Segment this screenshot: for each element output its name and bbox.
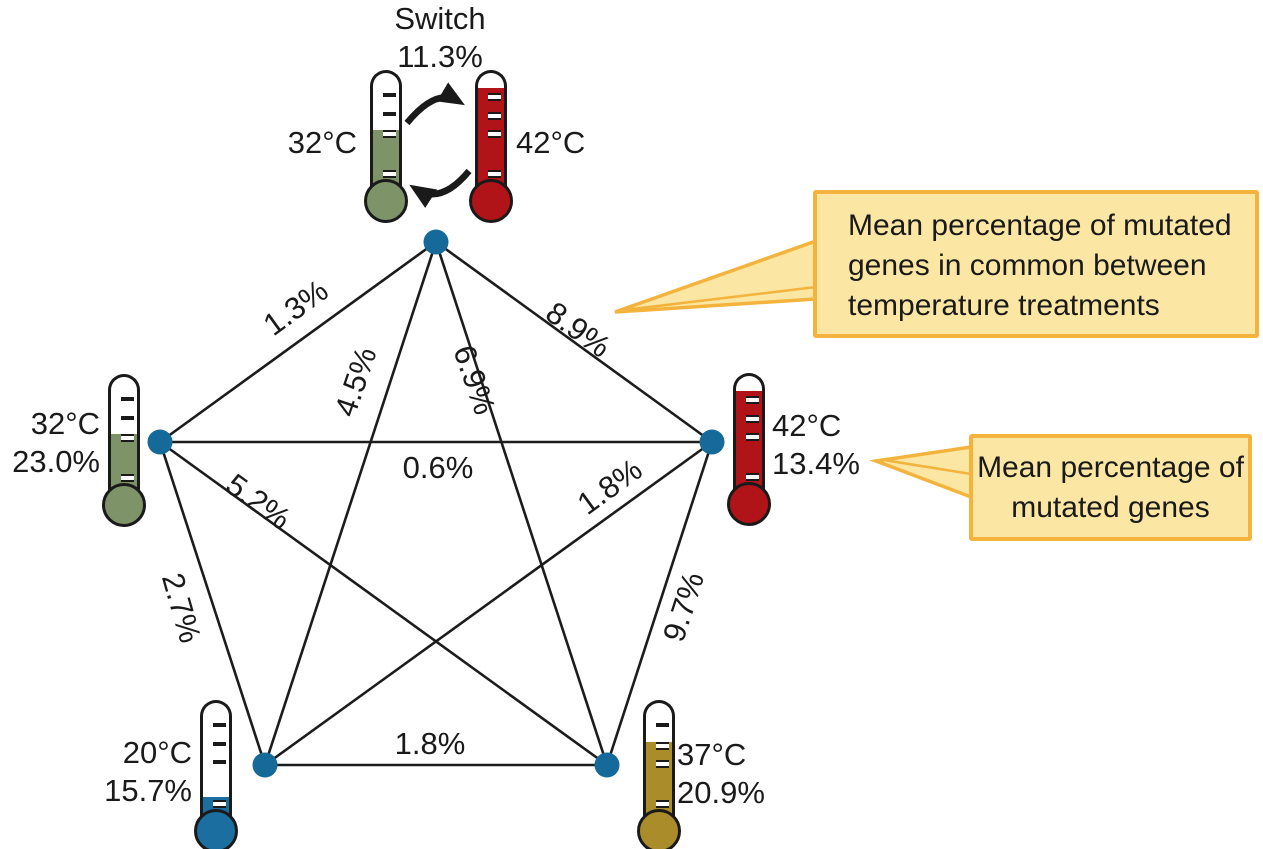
callout-common-genes: Mean percentage of mutated genes in comm… — [813, 190, 1259, 338]
node-percent: 15.7% — [104, 773, 192, 808]
tick-mark — [488, 93, 501, 101]
tick-mark — [213, 760, 226, 764]
edge-label-32-42: 0.6% — [402, 450, 474, 485]
vertex-dot-42 — [699, 429, 725, 455]
tick-mark — [656, 800, 669, 808]
node-label-20c: 20°C 15.7% — [40, 734, 192, 810]
switch-arrow-right-icon — [404, 82, 465, 126]
edge-42-20 — [264, 440, 713, 767]
vertex-dots — [147, 229, 725, 778]
thermometer-37c — [636, 700, 682, 849]
switch-left-temp-label: 32°C — [287, 125, 357, 160]
edge-switch-20 — [263, 241, 438, 766]
switch-title: Switch — [394, 1, 486, 36]
tick-mark — [488, 130, 501, 138]
node-percent: 20.9% — [677, 775, 765, 810]
switch-arrows — [404, 82, 472, 208]
tick-mark — [746, 433, 759, 441]
thermometer-bulb — [364, 179, 408, 223]
vertex-dot-20 — [252, 752, 278, 778]
node-temp: 20°C — [122, 735, 192, 770]
thermometer-bulb — [102, 483, 146, 527]
callout-text: Mean percentage of mutated genes in comm… — [848, 209, 1232, 322]
node-label-37c: 37°C 20.9% — [677, 736, 765, 812]
thermometer-32c — [101, 374, 147, 527]
tick-mark — [213, 742, 226, 746]
switch-right-temp-label: 42°C — [516, 125, 586, 160]
pentagon-edges — [158, 240, 714, 767]
tick-mark — [383, 130, 396, 138]
tick-mark — [121, 434, 134, 442]
thermometer-tube — [475, 70, 507, 194]
edge-32-20 — [158, 441, 267, 766]
thermometer-tube — [370, 70, 402, 194]
thermometer-42c — [726, 373, 772, 526]
edge-switch-42 — [435, 240, 713, 444]
tick-mark — [656, 742, 669, 750]
thermometer-tube — [200, 700, 232, 824]
thermometer-tube — [643, 700, 675, 824]
tick-mark — [488, 170, 501, 178]
node-label-42c: 42°C 13.4% — [772, 407, 860, 483]
node-percent: 23.0% — [12, 444, 100, 479]
callout-text: Mean percentage of mutated genes — [977, 451, 1244, 524]
thermometer-tube — [108, 374, 140, 498]
tick-mark — [656, 723, 669, 727]
tick-mark — [121, 416, 134, 420]
callout-pointer-common — [614, 238, 818, 314]
thermometer-switch-42c — [468, 70, 514, 223]
tick-mark — [746, 396, 759, 404]
thermometer-bulb — [637, 809, 681, 849]
thermometer-20c — [193, 700, 239, 849]
callout-pointer-crease — [883, 458, 972, 476]
node-label-32c: 32°C 23.0% — [0, 405, 100, 481]
edge-label-20-37: 1.8% — [394, 726, 466, 761]
callout-pointer-crease — [623, 285, 817, 312]
switch-percent: 11.3% — [397, 39, 483, 74]
vertex-dot-switch — [423, 229, 449, 255]
node-temp: 37°C — [677, 737, 747, 772]
thermometer-bulb — [727, 482, 771, 526]
vertex-dot-32 — [147, 429, 173, 455]
thermometer-tube — [733, 373, 765, 497]
tick-mark — [656, 760, 669, 768]
edge-32-37 — [159, 440, 608, 767]
tick-mark — [121, 474, 134, 482]
callout-pointers — [614, 238, 973, 500]
tick-mark — [383, 170, 396, 178]
node-temp: 32°C — [30, 406, 100, 441]
callout-mean-percentage: Mean percentage of mutated genes — [969, 434, 1252, 541]
node-temp: 42°C — [772, 408, 842, 443]
thermometer-bulb — [469, 179, 513, 223]
tick-mark — [488, 112, 501, 120]
tick-mark — [213, 723, 226, 727]
tick-mark — [213, 800, 226, 808]
switch-arrow-left-icon — [409, 168, 472, 208]
tick-mark — [383, 112, 396, 116]
thermometer-bulb — [194, 809, 238, 849]
tick-mark — [121, 397, 134, 401]
edge-switch-32 — [159, 240, 437, 444]
node-percent: 13.4% — [772, 446, 860, 481]
vertex-dot-37 — [594, 752, 620, 778]
thermometer-switch-32c — [363, 70, 409, 223]
tick-mark — [746, 415, 759, 423]
tick-mark — [746, 473, 759, 481]
tick-mark — [383, 93, 396, 97]
edge-switch-37 — [434, 241, 609, 766]
edge-42-37 — [605, 441, 714, 766]
